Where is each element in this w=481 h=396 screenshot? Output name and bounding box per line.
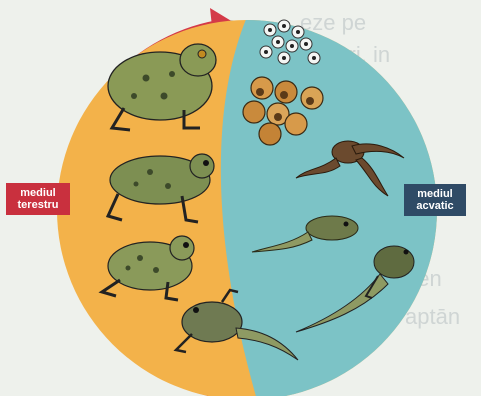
aquatic-environment-label: mediul acvatic [404, 184, 466, 216]
terrestrial-environment-label: mediul terestru [6, 183, 70, 215]
aquatic-label-line2: acvatic [410, 200, 460, 212]
terrestrial-label-line2: terestru [12, 199, 64, 211]
aquatic-label-line1: mediul [410, 188, 460, 200]
terrestrial-label-line1: mediul [12, 187, 64, 199]
